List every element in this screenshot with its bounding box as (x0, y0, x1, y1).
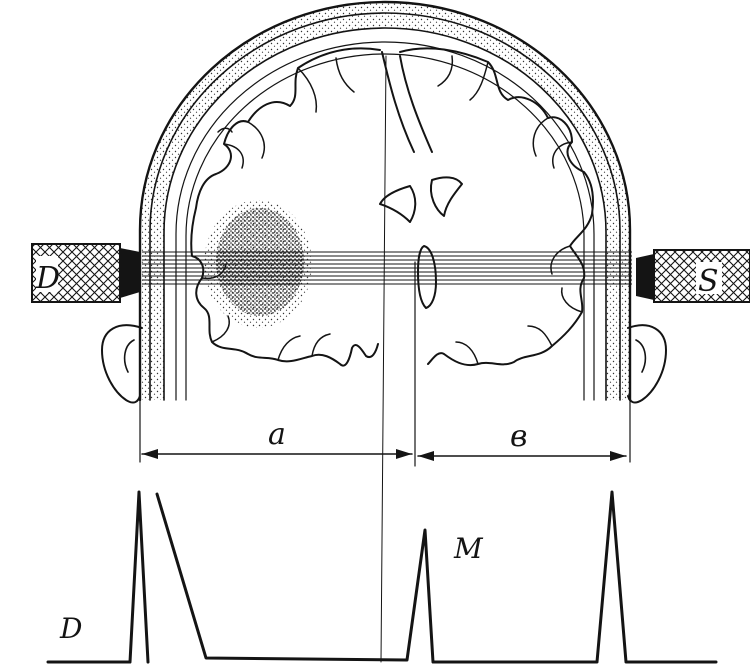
dimension-b-label: в (510, 419, 527, 454)
dimension-b: в (417, 419, 627, 461)
dura-line (175, 41, 595, 401)
dimension-a-label: a (268, 417, 286, 452)
right-ear (627, 324, 667, 404)
scalp-outline (138, 0, 632, 402)
left-hemisphere (190, 47, 381, 367)
midline-reference (380, 55, 387, 663)
midline-echo-label: M (453, 532, 484, 565)
right-probe: S (636, 249, 750, 303)
echo-trace (46, 490, 718, 664)
inner-table (163, 27, 607, 401)
left-ear (101, 324, 143, 404)
right-probe-label: S (698, 264, 719, 299)
left-lateral-ventricle (379, 185, 417, 223)
ultrasound-beam (142, 251, 632, 285)
falx (381, 51, 433, 153)
right-lateral-ventricle (430, 176, 463, 217)
third-ventricle (417, 245, 437, 309)
left-probe-label: D (35, 261, 60, 296)
dimension-a: a (141, 417, 413, 459)
left-probe: D (31, 243, 140, 303)
trace-label: D (59, 612, 82, 645)
